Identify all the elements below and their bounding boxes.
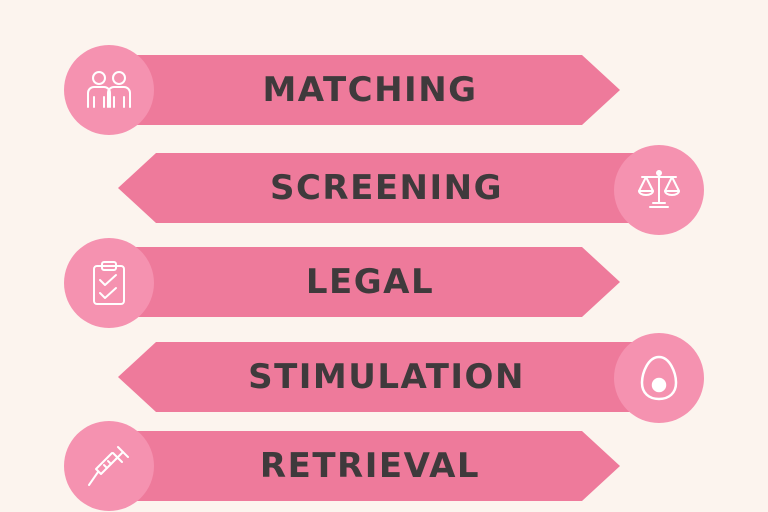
step-icon-circle-legal (64, 238, 154, 328)
egg-icon (640, 355, 678, 401)
clipboard-icon (93, 261, 125, 305)
step-arrow-retrieval: RETRIEVAL (120, 431, 620, 501)
scales-icon (638, 170, 680, 208)
step-icon-circle-retrieval (64, 421, 154, 511)
step-label-screening: SCREENING (269, 168, 504, 208)
step-icon-circle-stimulation (614, 333, 704, 423)
step-label-matching: MATCHING (262, 70, 478, 110)
step-arrow-stimulation: STIMULATION (118, 342, 655, 412)
people-icon (87, 71, 131, 108)
step-arrow-legal: LEGAL (120, 247, 620, 317)
step-icon-circle-matching (64, 45, 154, 135)
step-label-legal: LEGAL (305, 262, 435, 302)
step-arrow-screening: SCREENING (118, 153, 655, 223)
step-label-retrieval: RETRIEVAL (259, 446, 481, 486)
syringe-icon (88, 446, 129, 486)
step-arrow-matching: MATCHING (120, 55, 620, 125)
step-label-stimulation: STIMULATION (248, 357, 525, 397)
step-icon-circle-screening (614, 145, 704, 235)
